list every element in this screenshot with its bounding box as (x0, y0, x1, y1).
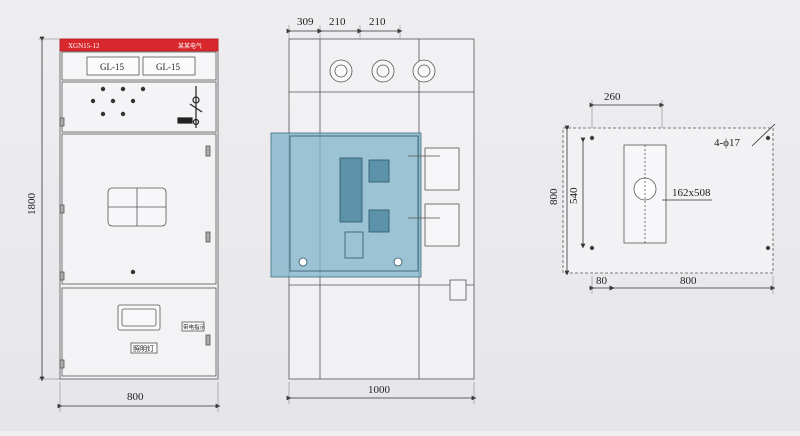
lower-isolator (424, 203, 460, 247)
base-plan (562, 100, 776, 294)
lighting-label: 照明灯 (133, 344, 154, 353)
live-indicator-label: 带电指示 (183, 323, 206, 331)
mimic-diagram (177, 86, 203, 128)
mounting-hole (589, 245, 595, 251)
model-label: XGN15-12 (68, 42, 100, 50)
meter-1-label: GL-15 (100, 62, 124, 72)
base-outline (562, 127, 774, 274)
side-dim-3: 210 (369, 16, 386, 28)
hinge (59, 271, 65, 281)
mounting-hole (765, 135, 771, 141)
lower-window (117, 304, 161, 331)
mounting-hole (589, 135, 595, 141)
upper-contact (368, 159, 390, 183)
side-dim-2: 210 (329, 16, 346, 28)
breaker-frame (289, 135, 419, 272)
hinge (59, 359, 65, 369)
door-handle (205, 145, 211, 157)
relay-section (61, 81, 217, 133)
side-view (270, 25, 477, 404)
busbar-insulator (412, 59, 436, 83)
meter-2-label: GL-15 (156, 62, 180, 72)
meter-1-box (86, 56, 140, 76)
hinge (59, 204, 65, 214)
side-dim-1: 309 (297, 16, 314, 28)
opening-size-label: 162x508 (672, 187, 711, 199)
side-bottom-dimension: 1000 (368, 384, 391, 396)
front-view (38, 36, 221, 412)
cable-bracket (449, 279, 467, 301)
breaker-pole (339, 157, 363, 223)
busbar-insulator (371, 59, 395, 83)
header-band (59, 38, 219, 52)
lower-door (61, 287, 217, 377)
live-indicator-box (181, 321, 205, 332)
base-total-height: 800 (548, 188, 560, 205)
lighting-label-box (130, 342, 158, 354)
base-width: 800 (680, 275, 697, 287)
hinge (59, 117, 65, 127)
door-handle (205, 231, 211, 243)
mounting-hole (765, 245, 771, 251)
hole-spec-label: 4-ϕ17 (714, 137, 740, 149)
front-width-dimension: 800 (127, 391, 144, 403)
indicator-lights (90, 86, 146, 275)
lower-window-inner (121, 308, 157, 327)
door-handle (205, 334, 211, 346)
wheel (393, 257, 403, 267)
lower-contact (368, 209, 390, 233)
mechanism (344, 231, 364, 259)
wheel (298, 257, 308, 267)
upper-isolator (424, 147, 460, 191)
base-left-offset: 80 (596, 275, 608, 287)
meter-2-box (142, 56, 196, 76)
busbar-insulator (329, 59, 353, 83)
front-height-dimension: 1800 (26, 193, 38, 216)
base-inner-height: 540 (568, 187, 580, 204)
base-top-dimension: 260 (604, 91, 621, 103)
brand-label: 某某电气 (178, 42, 202, 50)
